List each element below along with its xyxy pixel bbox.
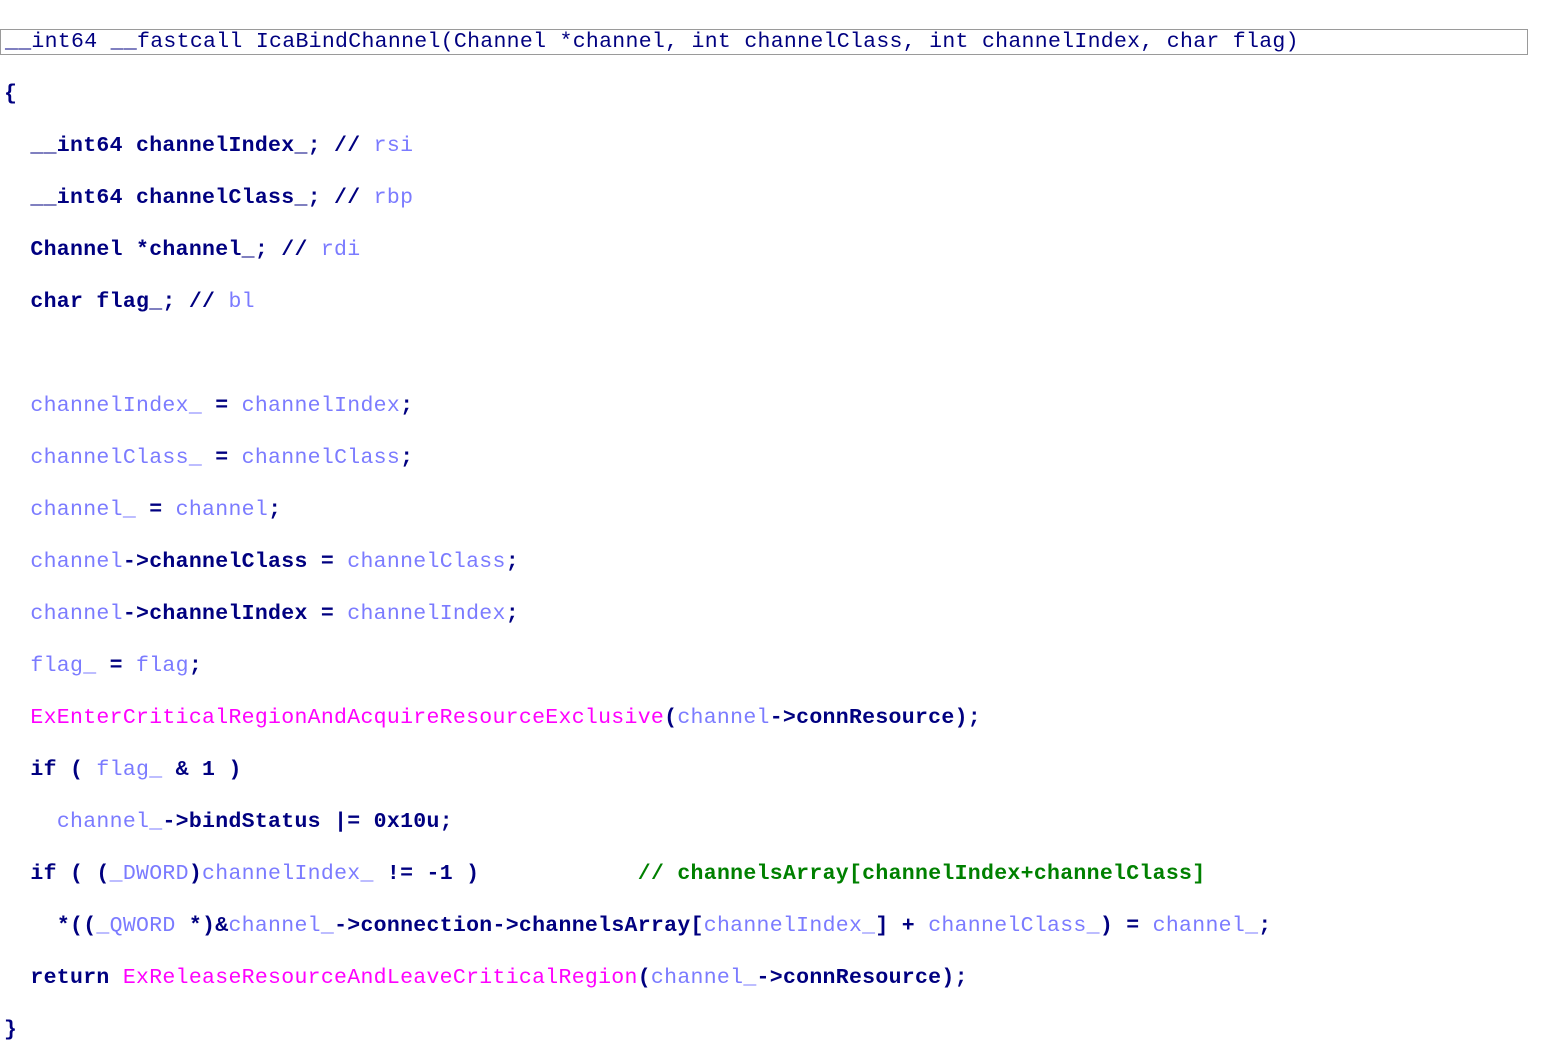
code-line: if ( (_DWORD)channelIndex_ != -1 ) // ch… — [0, 861, 1542, 887]
open-brace: { — [4, 82, 18, 106]
type-cast[interactable]: _QWORD — [96, 914, 176, 938]
function-call[interactable]: ExReleaseResourceAndLeaveCriticalRegion — [122, 966, 638, 990]
semicolon: ); — [941, 966, 968, 990]
comment-marker: // — [268, 238, 321, 262]
variable[interactable]: channelClass — [347, 550, 506, 574]
operator: ] + — [875, 914, 929, 938]
operator: = — [202, 394, 242, 418]
semicolon: ; — [1258, 914, 1272, 938]
code-line: *((_QWORD *)&channel_->connection->chann… — [0, 913, 1542, 939]
variable[interactable]: channelIndex_ — [703, 914, 876, 938]
code-line: channelIndex_ = channelIndex; — [0, 393, 1542, 419]
variable[interactable]: channel — [175, 498, 269, 522]
expression: & 1 ) — [162, 758, 242, 782]
struct-field[interactable]: ->channelIndex — [122, 602, 308, 626]
semicolon: ; — [188, 654, 203, 678]
variable[interactable]: channel — [30, 602, 123, 626]
code-line: char flag_; // bl — [0, 289, 1542, 315]
variable[interactable]: flag_ — [30, 654, 97, 678]
register-name: rdi — [320, 238, 361, 262]
keyword-return: return — [30, 966, 123, 990]
operator: = — [202, 446, 242, 470]
spacing — [479, 862, 637, 886]
code-line: ExEnterCriticalRegionAndAcquireResourceE… — [0, 705, 1542, 731]
code-line: channel_->bindStatus |= 0x10u; — [0, 809, 1542, 835]
register-name: bl — [228, 290, 255, 314]
paren: ( — [664, 706, 678, 730]
keyword-if: if ( — [30, 758, 97, 782]
semicolon: ; — [505, 602, 519, 626]
function-call[interactable]: ExEnterCriticalRegionAndAcquireResourceE… — [30, 706, 665, 730]
declaration[interactable]: Channel *channel_; — [30, 238, 269, 262]
type-cast[interactable]: _DWORD — [109, 862, 189, 886]
code-line: __int64 channelIndex_; // rsi — [0, 133, 1542, 159]
variable[interactable]: channelIndex — [241, 394, 401, 418]
variable[interactable]: channelClass_ — [928, 914, 1100, 938]
paren: ( — [637, 966, 651, 990]
variable[interactable]: flag — [136, 654, 189, 678]
struct-field[interactable]: ->channelClass — [122, 550, 308, 574]
operator: *)& — [175, 914, 229, 938]
variable[interactable]: channel_ — [228, 914, 335, 938]
semicolon: ; — [505, 550, 519, 574]
semicolon: ; — [268, 498, 282, 522]
register-name: rbp — [373, 186, 414, 210]
semicolon: ; — [400, 446, 414, 470]
code-line: if ( flag_ & 1 ) — [0, 757, 1542, 783]
variable[interactable]: channelIndex_ — [202, 862, 374, 886]
close-brace: } — [4, 1018, 18, 1042]
struct-field[interactable]: ->connResource — [769, 706, 955, 730]
code-line: } — [0, 1017, 1542, 1043]
declaration[interactable]: char flag_; — [30, 290, 176, 314]
comment-marker: // — [175, 290, 229, 314]
variable[interactable]: channelIndex_ — [30, 394, 203, 418]
code-line: return ExReleaseResourceAndLeaveCritical… — [0, 965, 1542, 991]
code-line: channelClass_ = channelClass; — [0, 445, 1542, 471]
comment-marker: // — [320, 186, 374, 210]
variable[interactable]: channel_ — [30, 498, 137, 522]
variable[interactable]: channel_ — [650, 966, 757, 990]
declaration[interactable]: __int64 channelClass_; — [30, 186, 321, 210]
struct-field[interactable]: ->bindStatus |= 0x10u; — [162, 810, 453, 834]
struct-field[interactable]: ->connResource — [756, 966, 942, 990]
operator: = — [307, 602, 348, 626]
variable[interactable]: channel_ — [1152, 914, 1259, 938]
code-comment: // channelsArray[channelIndex+channelCla… — [637, 862, 1206, 886]
operator: ) = — [1099, 914, 1153, 938]
declaration[interactable]: __int64 channelIndex_; — [30, 134, 321, 158]
variable[interactable]: flag_ — [96, 758, 163, 782]
code-line: channel->channelIndex = channelIndex; — [0, 601, 1542, 627]
paren: *(( — [56, 914, 97, 938]
paren: ) — [188, 862, 203, 886]
variable[interactable]: channelClass_ — [30, 446, 203, 470]
code-line: flag_ = flag; — [0, 653, 1542, 679]
comment-marker: // — [320, 134, 374, 158]
variable[interactable]: channelIndex — [347, 602, 506, 626]
struct-field[interactable]: ->connection->channelsArray[ — [334, 914, 704, 938]
function-signature-line[interactable]: __int64 __fastcall IcaBindChannel(Channe… — [0, 29, 1528, 55]
code-line: __int64 channelClass_; // rbp — [0, 185, 1542, 211]
operator: = — [136, 498, 176, 522]
code-line: channel_ = channel; — [0, 497, 1542, 523]
variable[interactable]: channel_ — [56, 810, 163, 834]
register-name: rsi — [373, 134, 414, 158]
semicolon: ; — [400, 394, 414, 418]
variable[interactable]: channel — [677, 706, 770, 730]
variable[interactable]: channel — [30, 550, 123, 574]
semicolon: ); — [954, 706, 981, 730]
code-line: { — [0, 81, 1542, 107]
operator: = — [96, 654, 137, 678]
keyword-if: if ( ( — [30, 862, 110, 886]
blank-line — [0, 341, 1542, 367]
function-signature[interactable]: __int64 __fastcall IcaBindChannel(Channe… — [5, 30, 1299, 54]
code-line: Channel *channel_; // rdi — [0, 237, 1542, 263]
variable[interactable]: channelClass — [241, 446, 401, 470]
expression: != -1 ) — [373, 862, 480, 886]
code-line: channel->channelClass = channelClass; — [0, 549, 1542, 575]
operator: = — [307, 550, 348, 574]
